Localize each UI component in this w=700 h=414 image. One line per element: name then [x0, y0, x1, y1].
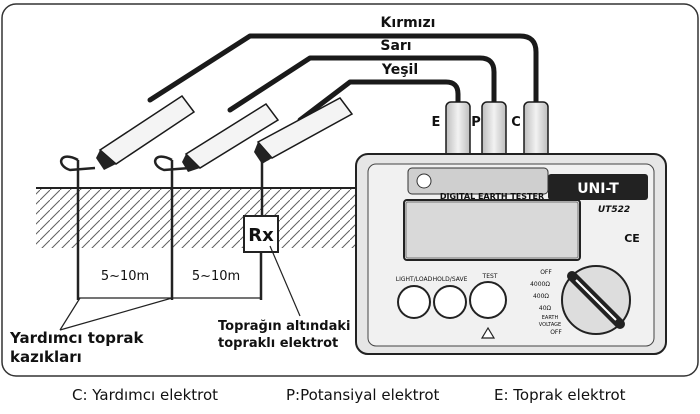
legend-e: E: Toprak elektrot [494, 386, 626, 404]
terminal-c: C [511, 115, 521, 130]
ground [36, 187, 380, 248]
rx-box [243, 215, 279, 253]
earth-electrode-label-1: Toprağın altındaki [218, 319, 350, 334]
wire-label-green: Yeşil [381, 62, 418, 78]
rx-label: Rx [248, 225, 274, 246]
light-load-button [397, 285, 431, 319]
legend-c: C: Yardımcı elektrot [72, 386, 219, 404]
device-title: DIGITAL EARTH TESTER [440, 192, 544, 201]
callout-lines [59, 245, 301, 331]
device-model: UT522 [598, 205, 630, 215]
ce-mark: CE [624, 232, 640, 245]
terminal-e: E [432, 115, 441, 130]
distance-label-1: 5~10m [101, 269, 149, 284]
hold-save-button [433, 285, 467, 319]
wire-label-yellow: Sarı [380, 38, 411, 54]
button-test-label: TEST [482, 273, 498, 280]
dial-4000: 4000Ω [530, 281, 550, 288]
aux-stakes-label-1: Yardımcı toprak [9, 329, 145, 347]
aux-stakes-label-2: kazıkları [10, 348, 82, 366]
brand-logo: UNI-T [577, 181, 619, 197]
button-light-label: LIGHT/LOAD [396, 276, 433, 283]
device-buttons [397, 281, 507, 319]
dial-earth-voltage-2: VOLTAGE [539, 322, 561, 328]
warning-icon [480, 326, 496, 339]
legend-p: P:Potansiyal elektrot [286, 386, 440, 404]
probe-handles [98, 94, 354, 169]
dial-400: 400Ω [533, 293, 549, 300]
dial-40: 40Ω [539, 305, 552, 312]
test-leads [147, 33, 539, 123]
wire-label-red: Kırmızı [381, 15, 436, 31]
button-hold-label: HOLD/SAVE [433, 276, 468, 283]
earth-electrode-label-2: topraklı elektrot [218, 336, 338, 351]
dial-off-top: OFF [540, 269, 552, 276]
probe-tips [96, 142, 272, 172]
dial-earth-voltage-1: EARTH [542, 315, 559, 321]
test-button [469, 281, 507, 319]
terminal-p: P [471, 115, 481, 130]
rotary-dial [561, 265, 631, 335]
dial-off-bottom: OFF [550, 329, 562, 336]
distance-label-2: 5~10m [192, 269, 240, 284]
